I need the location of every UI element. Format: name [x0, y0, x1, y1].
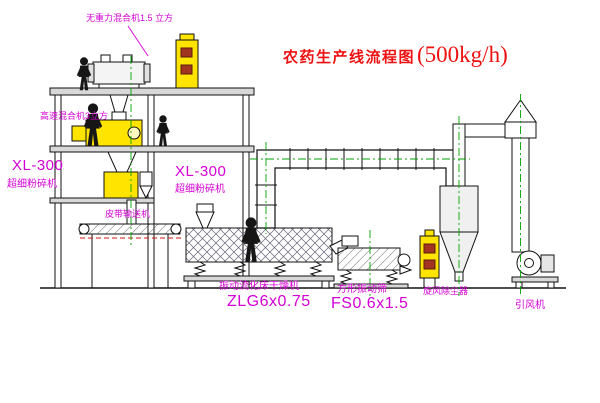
- vibrating-screen: [329, 235, 413, 289]
- label-mill-right-model: XL-300: [175, 163, 227, 180]
- bucket-elevator: [175, 33, 199, 89]
- label-belt-conveyor: 皮带输送机: [105, 209, 151, 219]
- control-cabinet: [419, 229, 440, 288]
- title-text: 农药生产线流程图: [283, 49, 416, 66]
- label-dryer-model: ZLG6x0.75: [227, 293, 311, 310]
- label-mill-left-name: 超细粉碎机: [7, 179, 57, 190]
- label-screen-name: 方形振动筛: [337, 284, 387, 295]
- building-frame: [49, 87, 255, 289]
- cyclone-outlet-pipe: [452, 123, 506, 189]
- title-capacity: (500kg/h): [417, 42, 508, 67]
- label-leader-line: [127, 25, 149, 57]
- pulverizer: [103, 171, 153, 200]
- exhaust-duct: [255, 148, 465, 229]
- label-gravity-free-mixer: 无重力混合机1.5 立方: [86, 13, 174, 23]
- induced-draft-fan: [511, 250, 559, 289]
- label-mill-left-model: XL-300: [12, 157, 64, 174]
- worker-figure-second-right: [156, 115, 170, 146]
- worker-figure-top: [76, 57, 92, 91]
- diagram-title: 农药生产线流程图 (500kg/h): [283, 42, 508, 68]
- label-dryer-name: 振动流化床干燥机: [219, 281, 299, 292]
- label-cyclone: 旋风除尘器: [423, 286, 469, 296]
- label-screen-model: FS0.6x1.5: [331, 295, 409, 312]
- label-fan: 引风机: [515, 300, 545, 311]
- gravity-free-mixer: [87, 54, 151, 113]
- belt-conveyor: [78, 223, 182, 288]
- centerlines: [130, 56, 521, 296]
- label-mill-right-name: 超细粉碎机: [175, 184, 225, 195]
- label-high-speed-mixer: 高速混合机3立方: [40, 111, 109, 121]
